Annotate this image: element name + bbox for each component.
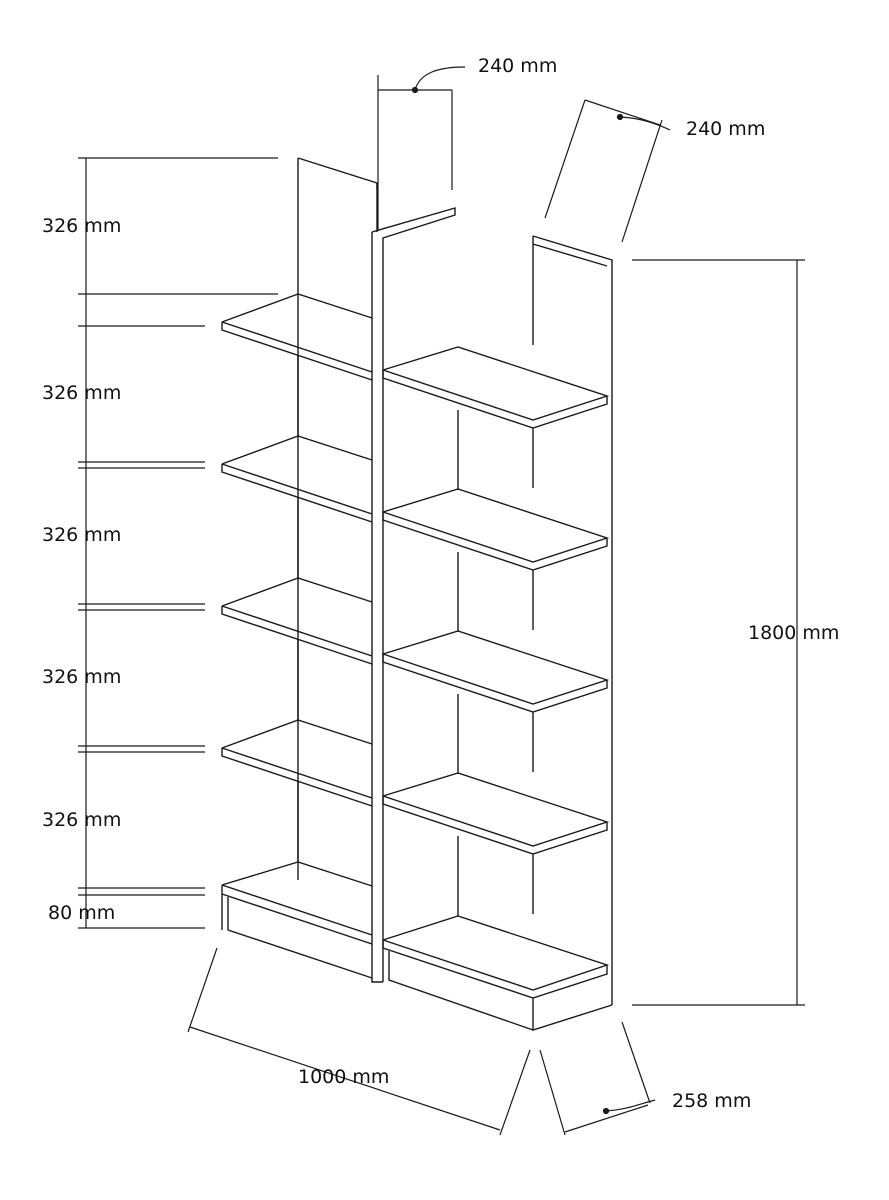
- left-dimension-lines: [78, 157, 278, 929]
- shelf-spacing-label-2: 326 mm: [42, 382, 122, 404]
- right-back-panel: [532, 235, 613, 1005]
- shelf-spacing-label-5: 326 mm: [42, 809, 122, 831]
- shelf-spacing-label-3: 326 mm: [42, 524, 122, 546]
- top-dimension-lines: [377, 66, 671, 243]
- right-shelf: [382, 772, 610, 916]
- left-shelf: [221, 719, 373, 862]
- left-shelf: [221, 293, 373, 436]
- bottom-dimension-lines: [187, 947, 656, 1136]
- right-dimension-lines: [632, 259, 805, 1006]
- left-shelves: [221, 293, 373, 862]
- right-shelves: [382, 346, 610, 916]
- right-shelf: [382, 488, 610, 632]
- total-width-label: 1000 mm: [298, 1066, 390, 1088]
- shelf-spacing-label-1: 326 mm: [42, 215, 122, 237]
- shelf-spacing-label-4: 326 mm: [42, 666, 122, 688]
- right-shelf: [382, 346, 610, 490]
- center-divider: [371, 183, 456, 983]
- base-height-label: 80 mm: [48, 902, 116, 924]
- left-shelf: [221, 577, 373, 720]
- left-shelf: [221, 435, 373, 578]
- top-depth-label: 240 mm: [478, 55, 558, 77]
- left-base: [221, 861, 373, 979]
- total-height-label: 1800 mm: [748, 622, 840, 644]
- bottom-depth-label: 258 mm: [672, 1090, 752, 1112]
- right-base: [382, 915, 613, 1031]
- right-shelf: [382, 630, 610, 774]
- side-depth-label: 240 mm: [686, 118, 766, 140]
